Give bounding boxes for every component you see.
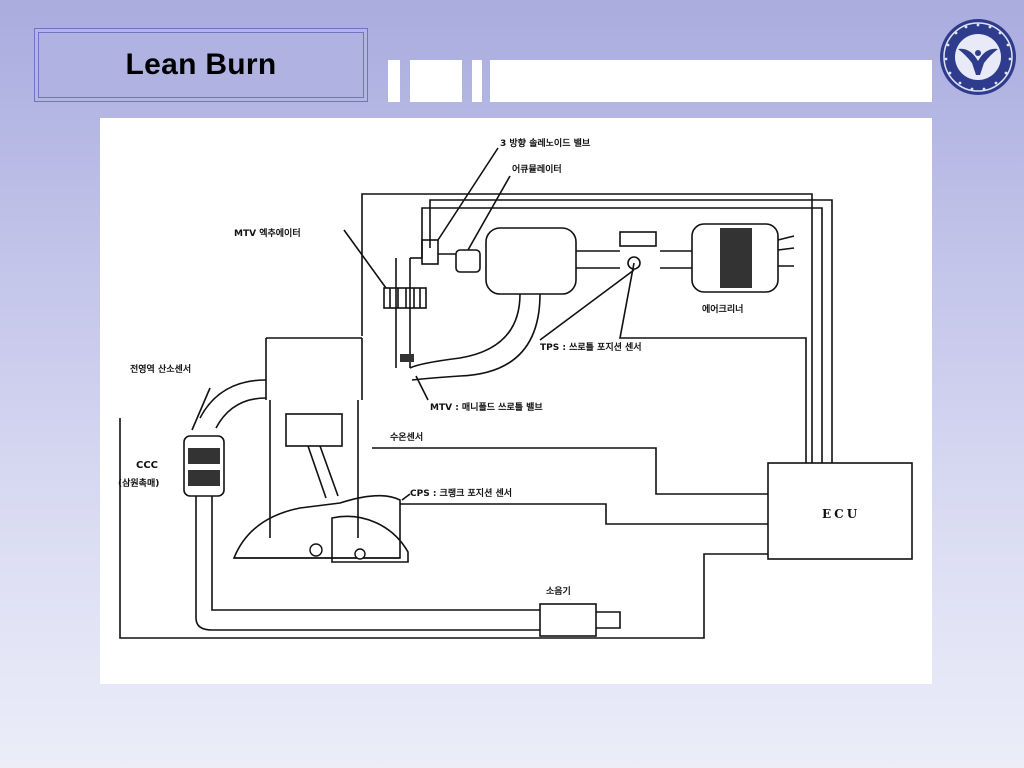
accumulator-box: [455, 249, 481, 273]
air-cleaner-body: [691, 223, 779, 293]
label-cps: CPS : 크랭크 포지션 센서: [410, 487, 512, 499]
exhaust-lower: [215, 397, 267, 429]
label-mtv-actuator: MTV 엑추에이터: [234, 227, 301, 239]
wire-tps: [619, 262, 807, 463]
piston: [285, 413, 343, 447]
cat-element-1: [188, 448, 220, 464]
label-ecu: ECU: [822, 507, 860, 521]
cat-element-2: [188, 470, 220, 486]
diagram-svg: 3 방향 솔레노이드 밸브 어큐뮬레이터 MTV 엑추에이터 에어크리너 TPS…: [118, 137, 913, 639]
air-filter-element: [720, 228, 752, 288]
air-cleaner-inlets: [777, 235, 795, 267]
leader-cps: [401, 493, 411, 501]
label-muffler: 소음기: [546, 585, 571, 597]
leader-accum: [467, 175, 511, 251]
crank-dot-2: [354, 548, 366, 560]
intake-pipe: [395, 258, 411, 368]
crank-wheel: [331, 515, 409, 563]
muffler: [539, 603, 597, 637]
wire-ecu-top-2: [421, 207, 823, 463]
solenoid-valve: [421, 239, 439, 265]
wire-ecu-top-3: [429, 199, 833, 463]
slide-title: Lean Burn: [125, 48, 277, 81]
label-o2-sensor: 전영역 산소센서: [130, 363, 191, 375]
throttle-body: [619, 231, 657, 247]
ecu-box: [767, 462, 913, 560]
university-emblem-icon: [938, 17, 1018, 97]
wire-o2: [119, 418, 768, 639]
muffler-tail: [596, 611, 621, 629]
label-tps: TPS : 쓰로틀 포지션 센서: [540, 341, 642, 353]
slide-title-box: Lean Burn: [34, 28, 368, 102]
plenum: [485, 227, 577, 295]
leader-o2: [191, 387, 211, 431]
catalytic-converter: [183, 435, 225, 497]
mtv-actuator: [383, 287, 427, 309]
wire-coolant: [372, 447, 768, 495]
plenum-to-throttle: [576, 250, 620, 269]
deco-bar-2: [410, 60, 462, 102]
engine-crankcase: [232, 494, 401, 559]
mtv-actuator-lines: [389, 288, 421, 308]
engine-cylinder: [269, 400, 359, 538]
leader-mtv-act: [343, 229, 387, 289]
engine-head: [265, 337, 363, 400]
wire-ecu-top: [361, 193, 813, 463]
deco-bar-1: [388, 60, 400, 102]
label-solenoid: 3 방향 솔레노이드 밸브: [500, 137, 591, 149]
exhaust-upper: [199, 379, 267, 419]
wire-cps: [400, 503, 768, 525]
cat-exit: [195, 496, 540, 631]
label-coolant-sensor: 수온센서: [390, 431, 423, 443]
label-ccc-sub: (삼원촉매): [118, 477, 159, 489]
leader-mtv-valve: [415, 375, 429, 401]
label-air-cleaner: 에어크리너: [702, 303, 743, 315]
connecting-rod: [307, 445, 339, 499]
leader-tps: [539, 269, 635, 341]
deco-bar-4: [490, 60, 932, 102]
throttle-to-aircleaner: [660, 250, 692, 269]
crank-dot-1: [309, 543, 323, 557]
label-ccc: CCC: [136, 460, 158, 471]
label-accumulator: 어큐뮬레이터: [512, 163, 562, 175]
mtv-valve: [400, 354, 414, 362]
lean-burn-diagram: 3 방향 솔레노이드 밸브 어큐뮬레이터 MTV 엑추에이터 에어크리너 TPS…: [100, 118, 932, 684]
leader-solenoid: [437, 147, 499, 241]
label-mtv-valve: MTV : 매니폴드 쓰로틀 밸브: [430, 401, 543, 413]
runner-inner: [411, 293, 541, 381]
deco-bar-3: [472, 60, 482, 102]
tps-sensor: [627, 256, 641, 270]
runner-outer: [409, 293, 521, 369]
